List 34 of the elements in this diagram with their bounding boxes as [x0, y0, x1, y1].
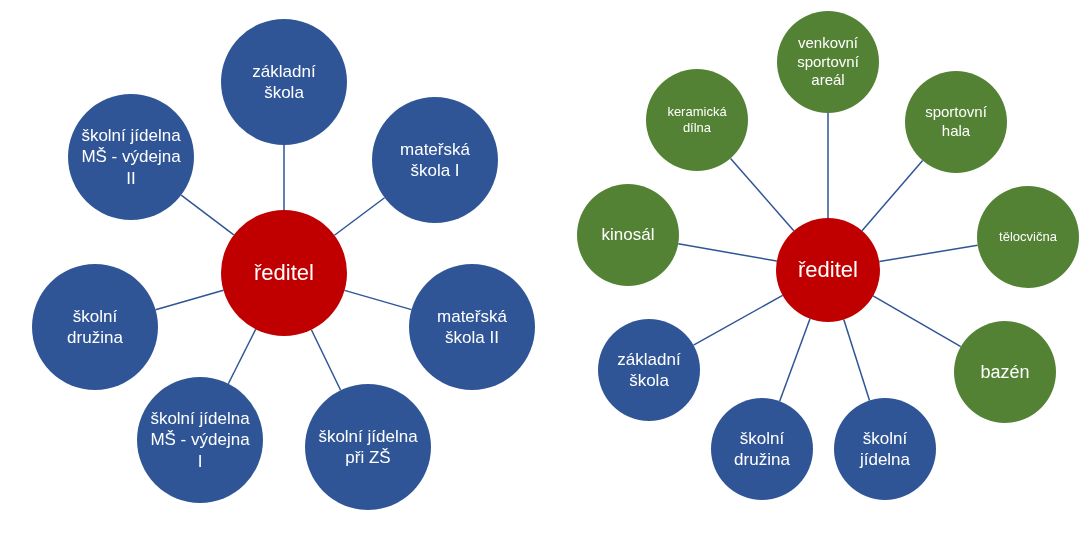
connector-line — [729, 157, 795, 232]
connector-line — [872, 295, 962, 348]
connector-line — [778, 318, 811, 402]
connector-line — [154, 289, 225, 311]
connector-line — [878, 244, 979, 263]
node-label: ředitel — [254, 259, 314, 287]
node-label: kinosál — [601, 224, 655, 246]
connector-line — [677, 243, 778, 262]
node-label: sportovní hala — [924, 103, 988, 141]
connector-line — [692, 294, 784, 346]
connector-line — [827, 112, 829, 219]
node-label: školní jídelna při ZŠ — [317, 425, 419, 469]
connector-line — [843, 318, 871, 402]
node-label: mateřská škola I — [399, 138, 471, 182]
node-label: ředitel — [798, 256, 858, 284]
connector-line — [180, 194, 235, 236]
connector-line — [310, 329, 342, 391]
node-label: školní jídelna — [858, 427, 912, 471]
connector-line — [227, 328, 257, 385]
node-label: základní škola — [616, 348, 682, 392]
node-label: tělocvična — [999, 228, 1057, 246]
node-label: školní jídelna MŠ - výdejna II — [80, 125, 182, 189]
node-label: základní škola — [251, 60, 317, 104]
node-label: venkovní sportovní areál — [796, 33, 860, 91]
node-label: školní družina — [733, 427, 791, 471]
node-label: bazén — [980, 360, 1030, 384]
connector-line — [861, 159, 924, 232]
node-label: keramická dílna — [666, 103, 728, 137]
node-label: školní jídelna MŠ - výdejna I — [149, 408, 251, 472]
node-label: mateřská škola II — [436, 305, 508, 349]
connector-line — [333, 197, 386, 236]
connector-line — [343, 289, 413, 311]
node-label: školní družina — [66, 305, 124, 349]
connector-line — [283, 144, 285, 211]
